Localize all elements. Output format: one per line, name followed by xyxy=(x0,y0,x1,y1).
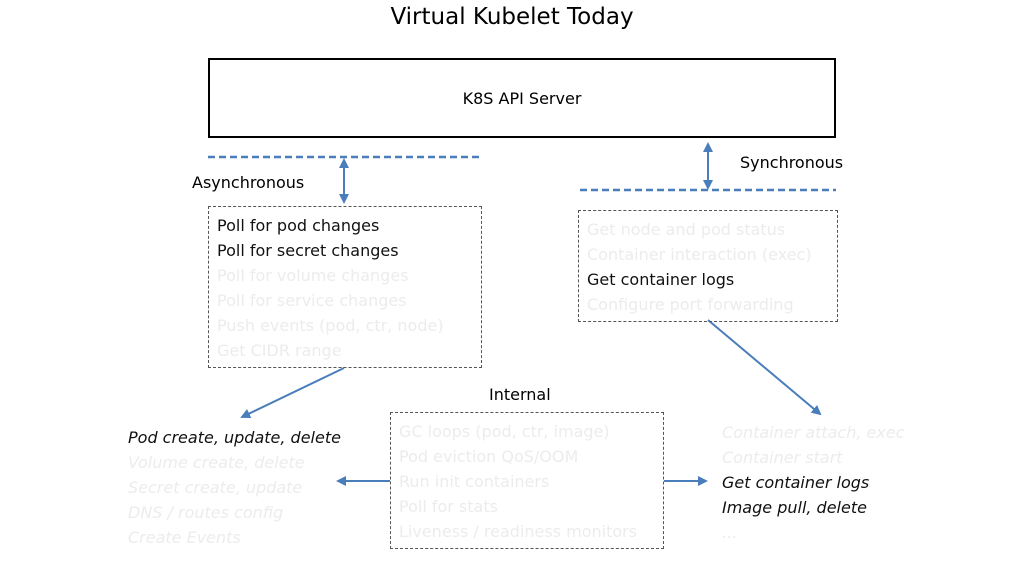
api-server-label: K8S API Server xyxy=(462,88,582,108)
sync-item: Get node and pod status xyxy=(587,220,786,239)
internal-item: Poll for stats xyxy=(399,497,498,516)
internal-item: GC loops (pod, ctr, image) xyxy=(399,422,610,441)
internal-item: Run init containers xyxy=(399,472,550,491)
left-list-item: Secret create, update xyxy=(128,478,303,497)
sync-item: Container interaction (exec) xyxy=(587,245,812,264)
diagram-title: Virtual Kubelet Today xyxy=(390,4,634,30)
sync-item: Configure port forwarding xyxy=(587,295,794,314)
left-list-item: Volume create, delete xyxy=(128,453,305,472)
async-item: Poll for secret changes xyxy=(217,241,399,260)
right-list-item: Container start xyxy=(722,448,843,467)
asynchronous-label: Asynchronous xyxy=(192,173,305,192)
right-list-item: Get container logs xyxy=(722,473,870,492)
internal-item: Liveness / readiness monitors xyxy=(399,522,638,541)
right-list-item: Image pull, delete xyxy=(722,498,867,517)
async-item: Get CIDR range xyxy=(217,341,342,360)
async-to-left-arrow xyxy=(240,367,345,419)
right-list-item: Container attach, exec xyxy=(722,423,905,442)
right-list-item: ... xyxy=(722,523,738,542)
internal-operations-box: GC loops (pod, ctr, image) Pod eviction Q… xyxy=(390,412,664,549)
sync-to-right-arrow xyxy=(707,319,822,416)
async-item: Poll for pod changes xyxy=(217,216,380,235)
left-list-item: DNS / routes config xyxy=(128,503,284,522)
left-list-item: Create Events xyxy=(128,528,241,547)
synchronous-label: Synchronous xyxy=(740,153,844,172)
internal-label: Internal xyxy=(489,385,551,404)
api-server-box: K8S API Server xyxy=(208,58,836,138)
async-item: Push events (pod, ctr, node) xyxy=(217,316,444,335)
async-item: Poll for service changes xyxy=(217,291,407,310)
internal-item: Pod eviction QoS/OOM xyxy=(399,447,579,466)
async-item: Poll for volume changes xyxy=(217,266,409,285)
sync-item: Get container logs xyxy=(587,270,735,289)
left-list-item: Pod create, update, delete xyxy=(128,428,341,447)
